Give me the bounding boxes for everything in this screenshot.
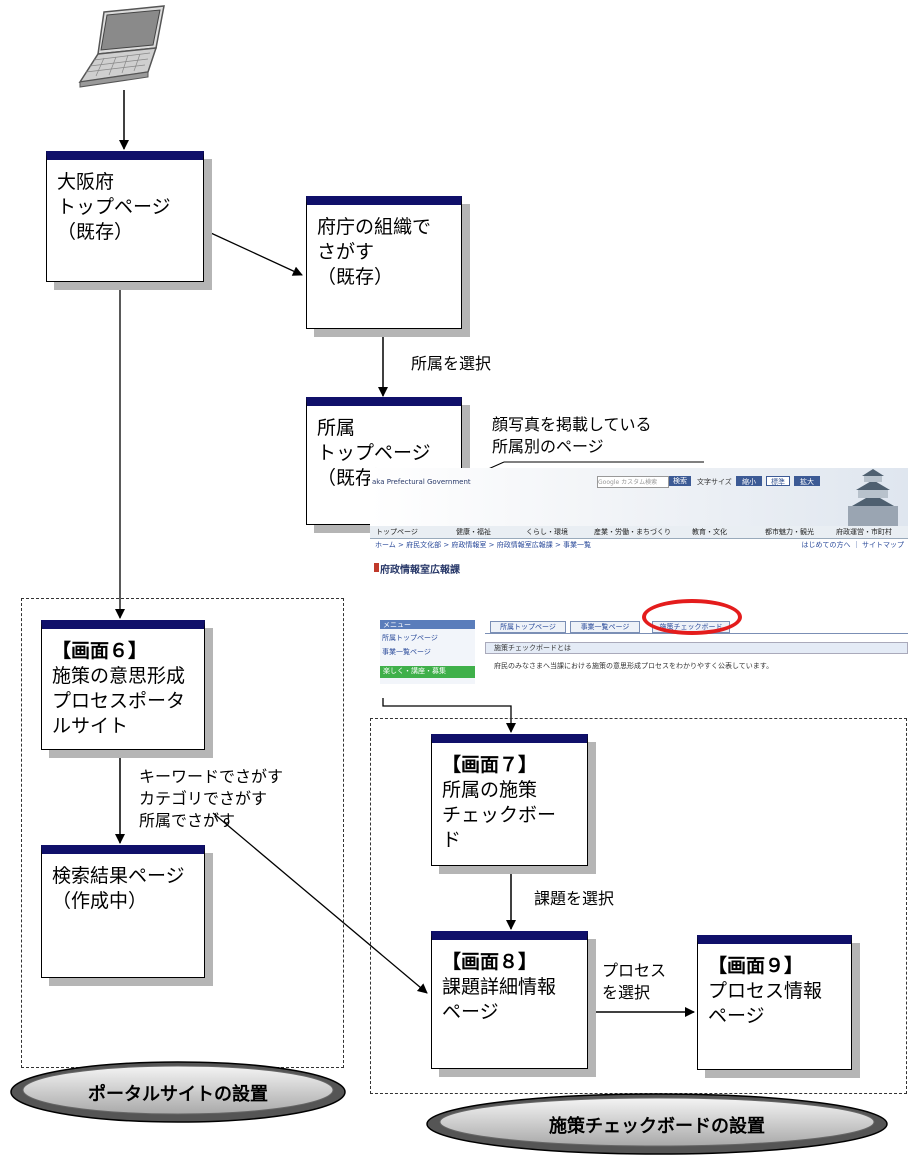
screen9-body: プロセス情報 ページ: [708, 980, 823, 1027]
select-process-label: プロセス を選択: [602, 961, 667, 1002]
size-large-button[interactable]: 拡大: [794, 476, 820, 486]
screen7-title: 【画面７】: [442, 754, 538, 776]
tab-project-list[interactable]: 事業一覧ページ: [570, 621, 640, 633]
portal-oval-label: ポータルサイトの設置: [88, 1084, 268, 1105]
checkboard-oval-label: 施策チェックボードの設置: [549, 1116, 765, 1137]
face-photo-note: 顔写真を掲載している 所属別のページ: [492, 415, 652, 456]
site-search-button[interactable]: 検索: [669, 476, 691, 486]
arrow-results-to-screen8: [212, 812, 428, 994]
screen6-box: 【画面６】 施策の意思形成 プロセスポータ ルサイト: [41, 620, 205, 750]
site-nav-bar: [370, 526, 908, 539]
nav-item[interactable]: 教育・文化: [692, 528, 727, 536]
page-title: 府政情報室広報課: [380, 565, 460, 576]
breadcrumb-right-links[interactable]: はじめての方へ ｜ サイトマップ: [801, 541, 904, 549]
select-dept-label: 所属を選択: [411, 354, 492, 373]
side-menu-head: メニュー: [380, 620, 475, 629]
title-square-icon: [374, 563, 379, 572]
org-search-box: 府庁の組織で さがす （既存）: [306, 196, 462, 329]
side-menu-item[interactable]: 所属トップページ: [382, 634, 438, 642]
nav-item[interactable]: 健康・福祉: [456, 528, 491, 536]
site-search-input[interactable]: Google カスタム検索: [597, 476, 669, 488]
nav-item[interactable]: 府政運営・市町村: [836, 528, 892, 536]
side-menu-item[interactable]: 事業一覧ページ: [382, 648, 431, 656]
laptop-icon: [78, 5, 165, 88]
screen8-body: 課題詳細情報 ページ: [442, 976, 557, 1023]
search-results-text: 検索結果ページ （作成中）: [52, 865, 185, 912]
gov-name: aka Prefectural Government: [372, 478, 471, 486]
osaka-top-page-box: 大阪府 トップページ （既存）: [46, 151, 204, 282]
arrow-top-to-org: [199, 227, 303, 276]
portal-group-boundary: [21, 598, 344, 1068]
screen6-body: 施策の意思形成 プロセスポータ ルサイト: [52, 665, 186, 737]
screen8-title: 【画面８】: [442, 951, 538, 973]
checkboard-oval: 施策チェックボードの設置: [424, 1092, 890, 1156]
side-menu-green[interactable]: 楽しく・講座・募集: [380, 666, 475, 678]
breadcrumb[interactable]: ホーム > 府民文化部 > 府政情報室 > 府政情報室広報課 > 事業一覧: [375, 541, 592, 549]
screen6-title: 【画面６】: [52, 640, 148, 662]
portal-oval: ポータルサイトの設置: [8, 1060, 348, 1124]
castle-icon: [848, 469, 898, 526]
tab-dept-top[interactable]: 所属トップページ: [490, 621, 566, 633]
nav-item[interactable]: 都市魅力・観光: [765, 528, 814, 536]
checkboard-group-boundary: [370, 718, 907, 1094]
description-text: 府民のみなさまへ当課における施策の意思形成プロセスをわかりやすく公表しています。: [494, 662, 774, 670]
size-small-button[interactable]: 縮小: [736, 476, 762, 486]
info-bar: 施策チェックボードとは: [485, 642, 908, 654]
screen9-box: 【画面９】 プロセス情報 ページ: [697, 935, 852, 1070]
nav-item[interactable]: くらし・環境: [526, 528, 568, 536]
select-issue-label: 課題を選択: [534, 889, 615, 908]
screen7-body: 所属の施策 チェックボー ド: [442, 779, 557, 851]
screen8-box: 【画面８】 課題詳細情報 ページ: [431, 931, 588, 1069]
highlight-oval: [642, 599, 742, 635]
search-methods-label: キーワードでさがす カテゴリでさがす 所属でさがす: [139, 767, 284, 830]
dept-website-screenshot: aka Prefectural Government Google カスタム検索…: [370, 468, 908, 698]
screen7-box: 【画面７】 所属の施策 チェックボー ド: [431, 734, 588, 866]
org-search-text: 府庁の組織で さがす （既存）: [317, 216, 432, 288]
text-size-label: 文字サイズ: [697, 478, 732, 486]
nav-item[interactable]: トップページ: [376, 528, 418, 536]
search-results-box: 検索結果ページ （作成中）: [41, 845, 205, 978]
size-normal-button[interactable]: 標準: [766, 476, 790, 486]
osaka-top-page-text: 大阪府 トップページ （既存）: [57, 171, 171, 243]
screen9-title: 【画面９】: [708, 955, 804, 977]
nav-item[interactable]: 産業・労働・まちづくり: [594, 528, 671, 536]
